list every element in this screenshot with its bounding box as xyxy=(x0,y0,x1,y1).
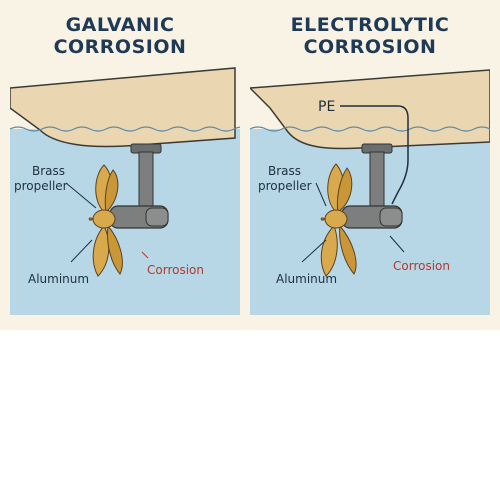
propeller-label-right-line2: propeller xyxy=(258,179,312,193)
propeller-label-left-line1: Brass xyxy=(32,164,65,178)
galvanic-title: GALVANIC CORROSION xyxy=(0,14,240,58)
propeller-pointer-left xyxy=(65,182,97,209)
anode-label-left: Aluminum xyxy=(28,272,89,286)
corrosion-label-left: Corrosion xyxy=(147,263,204,277)
strut-right xyxy=(369,151,385,215)
galvanic-title-line2: CORROSION xyxy=(53,36,187,58)
corrosion-label-right: Corrosion xyxy=(393,259,450,273)
brass-propeller-right xyxy=(320,163,357,277)
electrolytic-panel: PE Brass propeller Aluminum Corrosion xyxy=(250,69,490,315)
electrolytic-title-line2: CORROSION xyxy=(303,36,437,58)
electrolytic-title-line1: ELECTROLYTIC xyxy=(290,14,450,36)
propeller-label-left-line2: propeller xyxy=(14,179,68,193)
pe-wire xyxy=(340,105,409,205)
figure-background: GALVANIC CORROSION ELECTROLYTIC CORROSIO… xyxy=(0,0,500,330)
waterline-right xyxy=(250,126,490,132)
corrosion-pointer-right xyxy=(389,235,405,253)
galvanic-title-line1: GALVANIC xyxy=(65,14,175,36)
brass-propeller-left xyxy=(88,164,123,277)
anode-label-right: Aluminum xyxy=(276,272,337,286)
corrosion-diagram: Brass propeller Aluminum Corrosion xyxy=(10,67,490,315)
pe-label: PE xyxy=(318,99,335,115)
waterline-left xyxy=(10,126,240,132)
galvanic-panel: Brass propeller Aluminum Corrosion xyxy=(10,67,240,315)
anode-pointer-left xyxy=(70,239,93,263)
electrolytic-title: ELECTROLYTIC CORROSION xyxy=(250,14,490,58)
hull-right xyxy=(250,69,490,150)
propeller-pointer-right xyxy=(315,182,327,207)
aluminum-anode-right xyxy=(379,207,403,227)
corrosion-pointer-left xyxy=(141,251,149,259)
anode-pointer-right xyxy=(301,239,327,263)
propeller-label-right-line1: Brass xyxy=(268,164,301,178)
aluminum-anode-left xyxy=(145,207,169,227)
